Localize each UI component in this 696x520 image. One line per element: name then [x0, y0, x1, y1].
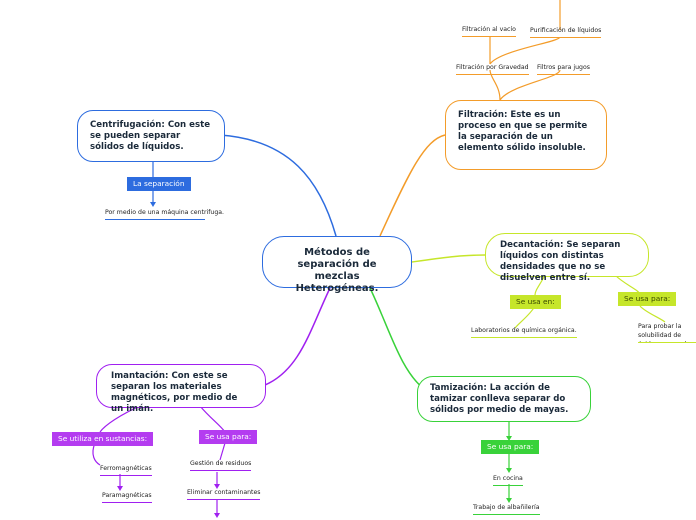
- decantacion-text: Decantación: Se separan líquidos con dis…: [500, 240, 621, 283]
- imantacion-leaf-ferromagneticas[interactable]: Ferromagnéticas: [100, 465, 152, 476]
- link-filtracion-leaves: [489, 69, 501, 101]
- decantacion-tag-left[interactable]: Se usa en:: [510, 295, 561, 309]
- centrifugacion-node[interactable]: Centrifugación: Con este se pueden separ…: [77, 110, 225, 162]
- imantacion-leaf-paramagneticas[interactable]: Paramagnéticas: [102, 492, 152, 503]
- central-topic-node[interactable]: Métodos de separación de mezclas Heterog…: [262, 236, 412, 294]
- filtracion-text: Filtración: Este es un proceso en que se…: [458, 110, 588, 153]
- imantacion-node[interactable]: Imantación: Con este se separan los mate…: [96, 364, 266, 414]
- central-topic-text: Métodos de separación de mezclas Heterog…: [295, 247, 379, 294]
- tamizacion-tag[interactable]: Se usa para:: [481, 440, 540, 454]
- imantacion-tag-right[interactable]: Se usa para:: [199, 430, 258, 444]
- link-tamizacion: [369, 287, 426, 391]
- filtracion-leaf-jugos[interactable]: Filtros para jugos: [537, 64, 590, 75]
- link-filtracion: [379, 134, 446, 237]
- imantacion-leaf-contaminantes[interactable]: Eliminar contaminantes: [187, 489, 261, 500]
- decantacion-tag-right[interactable]: Se usa para:: [618, 292, 677, 306]
- imantacion-leaf-residuos[interactable]: Gestión de residuos: [190, 460, 252, 471]
- link-decantacion: [411, 254, 486, 263]
- filtracion-node[interactable]: Filtración: Este es un proceso en que se…: [445, 100, 607, 170]
- imantacion-text: Imantación: Con este se separan los mate…: [111, 371, 238, 414]
- imantacion-tag-left[interactable]: Se utiliza en sustancias:: [52, 432, 154, 446]
- filtracion-leaf-purificacion[interactable]: Purificación de líquidos: [530, 27, 602, 38]
- tamizacion-text: Tamización: La acción de tamizar conllev…: [430, 383, 569, 415]
- tamizacion-leaf-cocina[interactable]: En cocina: [493, 475, 523, 486]
- link-centrifugacion: [219, 134, 337, 237]
- decantacion-node[interactable]: Decantación: Se separan líquidos con dis…: [485, 233, 649, 283]
- filtracion-leaf-gravedad[interactable]: Filtración por Gravedad: [456, 64, 529, 75]
- centrifugacion-text: Centrifugación: Con este se pueden separ…: [90, 120, 211, 152]
- decantacion-leaf-left[interactable]: Laboratorios de química orgánica.: [471, 327, 577, 338]
- centrifugacion-leaf[interactable]: Por medio de una máquina centrifuga.: [105, 209, 224, 220]
- centrifugacion-tag[interactable]: La separación: [127, 177, 191, 191]
- tamizacion-leaf-albanileria[interactable]: Trabajo de albañilería: [473, 504, 540, 515]
- tamizacion-node[interactable]: Tamización: La acción de tamizar conllev…: [417, 376, 591, 422]
- link-imantacion: [264, 287, 331, 386]
- decantacion-leaf-right[interactable]: Para probar la solubilidad de ácidos y s…: [638, 322, 696, 343]
- filtracion-leaf-vacio[interactable]: Filtración al vacío: [462, 26, 516, 37]
